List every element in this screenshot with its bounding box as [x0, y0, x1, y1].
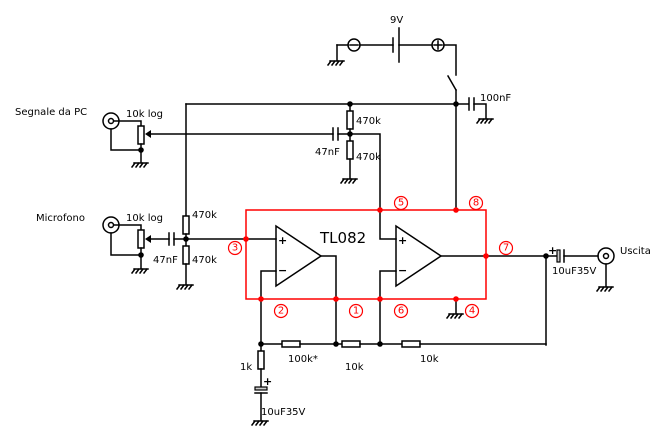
- battery-cell-icon: [392, 27, 400, 63]
- pin-8-label: 8: [468, 195, 484, 211]
- resistor-label: 1k: [240, 362, 252, 373]
- capacitor-label: 10uF35V: [261, 407, 306, 418]
- resistor-label: 100k*: [288, 354, 318, 365]
- opamp-1: + −: [245, 224, 337, 345]
- battery-positive-terminal-icon: [431, 38, 445, 52]
- resistor-470k-lower-bottom: [182, 245, 190, 265]
- svg-text:2: 2: [278, 306, 284, 317]
- resistor-470k-upper-bottom: [346, 140, 354, 160]
- input-mic: Microfono 10k log 47nF: [36, 213, 247, 275]
- battery-section: 9V 100nF: [326, 15, 511, 211]
- input-pc-label: Segnale da PC: [15, 107, 87, 118]
- ground-icon: [326, 44, 345, 67]
- resistor-470k-upper-top: [346, 110, 354, 130]
- resistor-10k-out: [401, 340, 421, 348]
- inverting-sign: −: [278, 264, 287, 277]
- pin-6-label: 6: [393, 303, 409, 319]
- ground-icon: [130, 267, 149, 275]
- wiper-arrow-icon: [145, 130, 151, 138]
- resistor-label: 470k: [356, 116, 381, 127]
- capacitor-label: 47nF: [315, 147, 340, 158]
- capacitor-100nF-label: 100nF: [480, 93, 511, 104]
- polarity-plus: +: [263, 375, 272, 388]
- capacitor-label: 47nF: [153, 255, 178, 266]
- output-label: Uscita: [620, 246, 651, 257]
- pin-5-label: 5: [393, 195, 409, 211]
- pin-3-label: 3: [227, 240, 243, 256]
- ground-icon: [130, 161, 149, 169]
- ground-icon: [475, 117, 494, 125]
- ground-icon: [339, 177, 358, 185]
- ground-icon: [445, 312, 464, 320]
- ground-icon: [175, 283, 194, 291]
- resistor-label: 470k: [356, 152, 381, 163]
- electrolytic-capacitor-gain-icon: [254, 386, 268, 394]
- ground-icon: [595, 285, 614, 293]
- resistor-1k-gain: [257, 350, 265, 370]
- resistor-label: 470k: [192, 210, 217, 221]
- pin-7-label: 7: [498, 240, 514, 256]
- electrolytic-capacitor-output-icon: [556, 249, 565, 263]
- ground-icon: [250, 419, 269, 427]
- input-mic-label: Microfono: [36, 213, 85, 224]
- resistor-label: 10k: [345, 362, 364, 373]
- input-pc: Segnale da PC 10k log: [15, 107, 163, 169]
- tl082-chip-outline: [245, 209, 487, 300]
- svg-text:6: 6: [398, 306, 404, 317]
- svg-text:4: 4: [469, 306, 475, 317]
- pot-label: 10k log: [126, 213, 163, 224]
- polarity-plus: +: [548, 244, 557, 257]
- potentiometer-10k-log-icon[interactable]: [137, 229, 145, 249]
- svg-text:3: 3: [232, 243, 238, 254]
- wiper-arrow-icon: [145, 235, 151, 243]
- resistor-10k-mid: [341, 340, 361, 348]
- inverting-sign: −: [398, 264, 407, 277]
- svg-text:5: 5: [398, 198, 404, 209]
- resistor-470k-lower-top: [182, 215, 190, 235]
- pin-1-label: 1: [348, 303, 364, 319]
- resistor-label: 10k: [420, 354, 439, 365]
- chip-title: TL082: [319, 229, 366, 247]
- pot-label: 10k log: [126, 109, 163, 120]
- svg-text:8: 8: [473, 198, 479, 209]
- battery-label: 9V: [390, 15, 403, 26]
- capacitor-label: 10uF35V: [552, 266, 597, 277]
- output-section: + 10uF35V Uscita: [543, 244, 651, 346]
- power-switch-icon[interactable]: [446, 74, 458, 92]
- opamp-2: + −: [379, 209, 547, 345]
- noninverting-sign: +: [398, 234, 407, 247]
- svg-text:1: 1: [353, 306, 359, 317]
- resistor-100k-feedback: [281, 340, 301, 348]
- pin-4-label: 4: [464, 303, 480, 319]
- potentiometer-10k-log-icon[interactable]: [137, 125, 145, 145]
- pin-2-label: 2: [273, 303, 289, 319]
- resistor-label: 470k: [192, 255, 217, 266]
- feedback-network: 100k* 10k 10k 1k + 10uF35V: [240, 340, 547, 427]
- noninverting-sign: +: [278, 234, 287, 247]
- output-jack-icon[interactable]: [597, 247, 615, 265]
- svg-text:7: 7: [503, 243, 509, 254]
- battery-negative-terminal-icon: [347, 38, 361, 52]
